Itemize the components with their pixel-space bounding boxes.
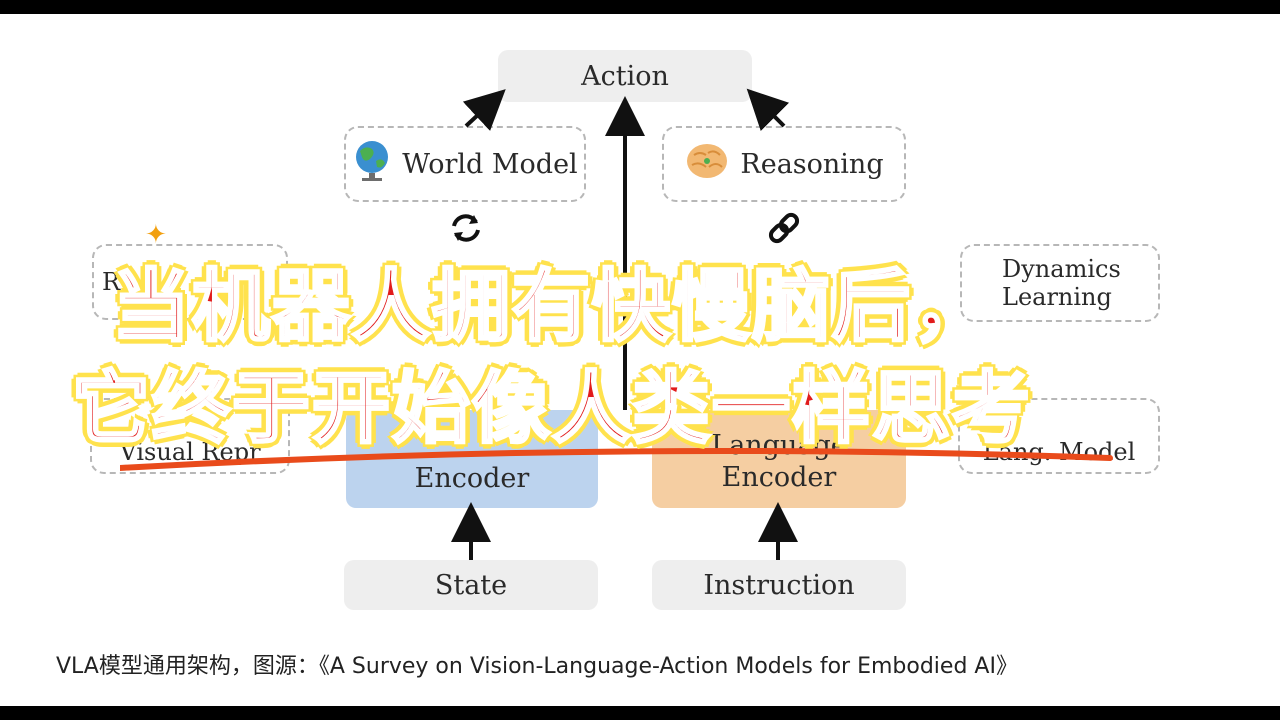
figure-caption: VLA模型通用架构，图源：《A Survey on Vision-Languag… xyxy=(56,654,1018,679)
language-encoder-top-label: Language xyxy=(711,430,847,461)
vision-encoder-label: Encoder xyxy=(414,463,530,494)
swoosh-underline xyxy=(120,447,1113,471)
arrow-world-model-to-action xyxy=(462,89,506,131)
brain-icon xyxy=(684,141,730,188)
left-top-partial-label: R xyxy=(102,268,121,296)
dynamics-learning-box: Dynamics Learning xyxy=(960,244,1160,322)
sparkle-icon: ✦ xyxy=(145,220,167,250)
state-box: State xyxy=(344,560,598,610)
globe-icon xyxy=(352,139,392,190)
link-icon xyxy=(768,212,800,244)
arrow-reasoning-to-action xyxy=(746,88,790,132)
action-box: Action xyxy=(498,50,752,102)
action-label: Action xyxy=(581,60,669,92)
bottom-letterbox xyxy=(0,706,1280,720)
reasoning-box: Reasoning xyxy=(662,126,906,202)
instruction-label: Instruction xyxy=(703,569,855,601)
overlay-title-line-2: 它终于开始像人类一样思考 xyxy=(70,363,1033,456)
state-label: State xyxy=(434,569,508,601)
top-letterbox xyxy=(0,0,1280,14)
world-model-label: World Model xyxy=(402,148,578,180)
reasoning-label: Reasoning xyxy=(740,148,884,180)
left-top-partial-box: R xyxy=(92,244,288,320)
language-encoder-label: Encoder xyxy=(721,462,837,493)
dynamics-learning-label: Dynamics Learning xyxy=(1002,255,1121,311)
world-model-box: World Model xyxy=(344,126,586,202)
cycle-icon xyxy=(452,214,480,242)
overlay-title-line-1: 当机器人拥有快慢脑后， xyxy=(110,261,993,354)
instruction-box: Instruction xyxy=(652,560,906,610)
language-encoder-box: Language Encoder xyxy=(652,410,906,508)
